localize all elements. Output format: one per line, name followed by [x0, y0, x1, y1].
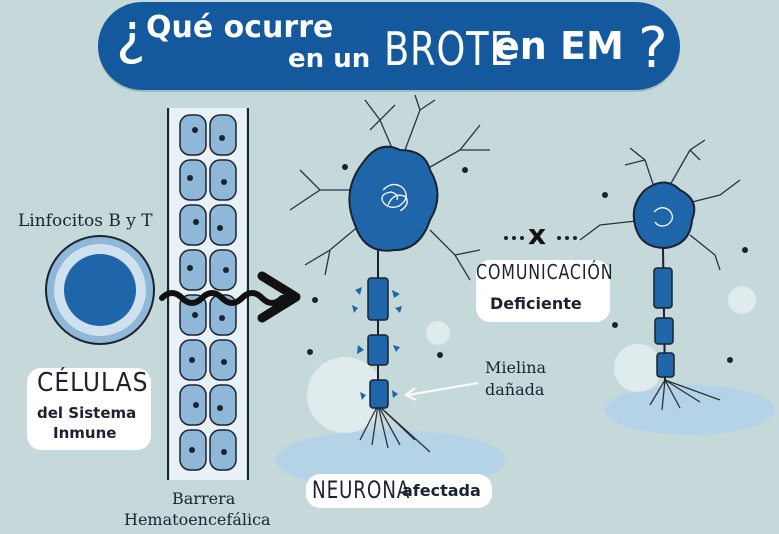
bg-bubble	[614, 344, 662, 392]
myelin-arrow	[404, 382, 479, 401]
lymphocytes-label: Linfocitos B y T	[18, 211, 153, 231]
neuron-healthy	[579, 139, 741, 411]
title-brote: BROTE	[384, 22, 514, 76]
title-banner: ¿ Qué ocurre en un BROTE en EM ?	[98, 2, 680, 90]
communication-subtitle: Deficiente	[490, 294, 582, 313]
celulas-line3: Inmune	[53, 424, 117, 442]
communication-dots	[504, 236, 577, 240]
immune-cells-pill: CÉLULAS del Sistema Inmune	[27, 368, 151, 450]
title-open-mark: ¿	[116, 2, 146, 67]
scatter-dots	[307, 164, 748, 363]
myelin-label-line1: Mielina	[485, 358, 547, 377]
neuron-affected-pill: NEURONA afectada	[306, 474, 492, 508]
wavy-arrow	[159, 271, 301, 323]
neuron-subtitle: afectada	[402, 481, 481, 500]
title-line2: en un	[288, 44, 371, 74]
title-close-mark: ?	[638, 16, 668, 81]
barrier-label-line2: Hematoencefálica	[124, 510, 271, 529]
barrier-label-line1: Barrera	[172, 489, 236, 508]
neuron-title: NEURONA	[312, 476, 411, 504]
myelin-label-line2: dañada	[485, 380, 545, 399]
bg-bubble	[728, 286, 756, 314]
bg-bubble	[426, 321, 450, 345]
neuron2-ground-pad	[605, 385, 775, 435]
neuron-affected	[289, 94, 490, 453]
communication-pill: COMUNICACIÓN Deficiente	[476, 260, 614, 322]
title-line1: Qué ocurre	[146, 10, 334, 45]
celulas-line2: del Sistema	[37, 404, 137, 422]
lymphocyte-cell	[45, 235, 155, 345]
barrier-column	[167, 108, 249, 480]
communication-x-icon: x	[528, 218, 547, 251]
communication-title: COMUNICACIÓN	[476, 260, 614, 284]
celulas-title: CÉLULAS	[37, 368, 149, 398]
bg-bubble	[307, 357, 383, 433]
title-em: en EM	[494, 24, 624, 68]
